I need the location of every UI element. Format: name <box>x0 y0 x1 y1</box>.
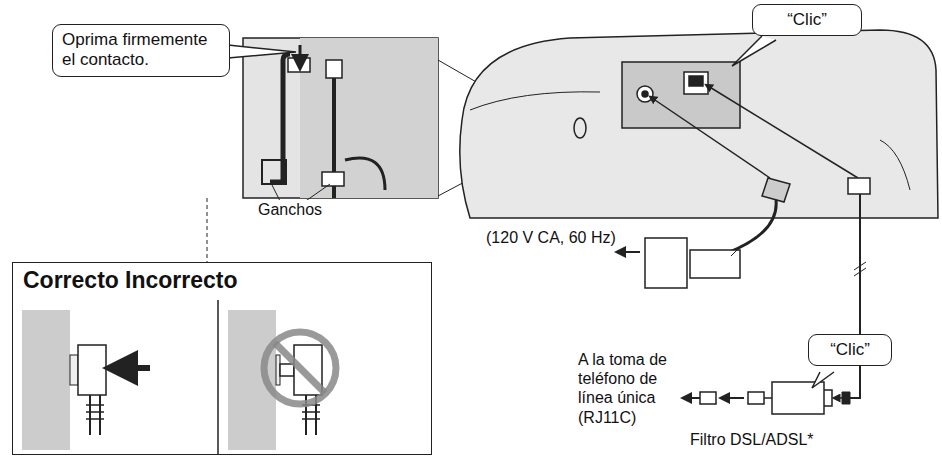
inset-view-part <box>283 54 290 95</box>
part-name: Ganchos <box>258 200 348 219</box>
dsl-filter-part <box>836 397 846 399</box>
click-callout: “Clic” <box>808 334 892 366</box>
correct-example-part <box>120 365 150 371</box>
inset-view-part <box>262 160 286 184</box>
phone-base-part <box>689 76 703 86</box>
click-callout: “Clic” <box>752 4 862 36</box>
phone-base <box>460 30 938 218</box>
phone-base-part <box>574 118 586 138</box>
phone-base-part <box>637 86 653 102</box>
dsl-filter-part <box>724 397 744 399</box>
dashed-leader <box>207 198 208 262</box>
power-cord-part <box>620 251 640 253</box>
connection-note: A la toma de teléfono de línea única (RJ… <box>578 350 696 427</box>
correct-incorrect-panel: CorrectoIncorrecto <box>12 262 432 455</box>
power-rating: (120 V CA, 60 Hz) <box>486 228 636 247</box>
phone-base-part <box>684 72 708 94</box>
correct-example-part <box>90 395 100 435</box>
correct-example-part <box>22 310 70 450</box>
dsl-filter-part <box>700 392 716 404</box>
inset-view-part <box>300 38 438 198</box>
dsl-filter-part <box>748 392 764 404</box>
dsl-filter-part <box>824 390 832 406</box>
correct-example-part <box>217 300 219 455</box>
callout-text: “Clic” <box>762 10 852 30</box>
part-name: Filtro DSL/ADSL* <box>690 430 860 449</box>
correct-example-part <box>86 405 104 419</box>
incorrect-example-part <box>280 364 294 376</box>
incorrect-example-part <box>264 332 336 404</box>
callout-tail <box>812 372 834 388</box>
phone-cord-part <box>708 86 858 178</box>
correct-example-part <box>70 355 78 385</box>
inset-view-part <box>299 45 302 63</box>
dsl-filter <box>686 382 850 414</box>
power-cord-part <box>731 248 739 256</box>
phone-base-part <box>880 140 910 190</box>
inset-view-part <box>345 158 385 190</box>
power-cord-part <box>762 178 790 202</box>
phone-cord-part <box>848 194 860 398</box>
inset-view-part <box>243 38 438 198</box>
phone-base-part <box>460 30 938 218</box>
inset-view-part <box>270 95 283 182</box>
incorrect-example <box>228 310 336 450</box>
power-cord-part <box>652 98 770 178</box>
callout-text: “Clic” <box>818 340 882 360</box>
inset-view-part <box>322 172 344 186</box>
power-cord <box>620 98 790 288</box>
power-cord-part <box>645 238 687 288</box>
phone-base-part <box>470 92 600 110</box>
instruction-callout: Oprima firmemente el contacto. <box>52 24 230 77</box>
dsl-filter-part <box>772 382 824 414</box>
correct-example-part <box>78 345 106 395</box>
phone-base-part <box>642 91 648 97</box>
panel-heading: Correcto <box>23 267 119 294</box>
inset-view-part <box>326 60 342 78</box>
callout-text: Oprima firmemente el contacto. <box>62 30 220 71</box>
correct-example <box>22 300 218 455</box>
panel-heading: Incorrecto <box>125 267 237 294</box>
dsl-filter-part <box>764 397 772 399</box>
incorrect-example-part <box>275 343 325 393</box>
dsl-filter-part <box>686 397 700 399</box>
inset-view <box>243 38 438 198</box>
phone-cord-part <box>848 178 870 194</box>
phone-cord-part <box>854 268 866 276</box>
callout-tail <box>228 45 296 58</box>
callout-tail <box>732 36 776 66</box>
